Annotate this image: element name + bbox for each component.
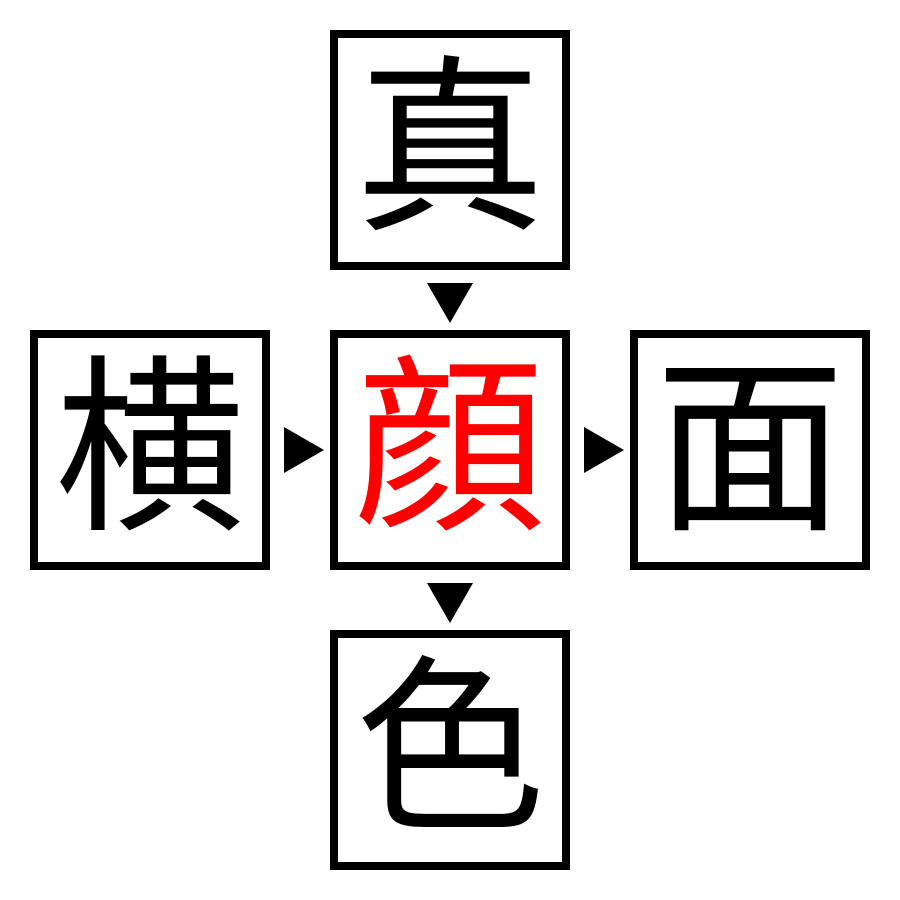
bottom-character: 色 — [354, 639, 545, 860]
right-character: 面 — [654, 339, 845, 560]
right-arrow-icon — [284, 427, 324, 473]
left-character: 横 — [54, 339, 245, 560]
right-cell: 面 — [630, 330, 870, 570]
center-cell: 顔 — [330, 330, 570, 570]
bottom-cell: 色 — [330, 630, 570, 870]
down-arrow-icon — [427, 583, 473, 623]
top-character: 真 — [354, 39, 545, 260]
right-arrow-icon — [584, 427, 624, 473]
top-cell: 真 — [330, 30, 570, 270]
left-cell: 横 — [30, 330, 270, 570]
center-character: 顔 — [354, 339, 545, 560]
down-arrow-icon — [427, 283, 473, 323]
